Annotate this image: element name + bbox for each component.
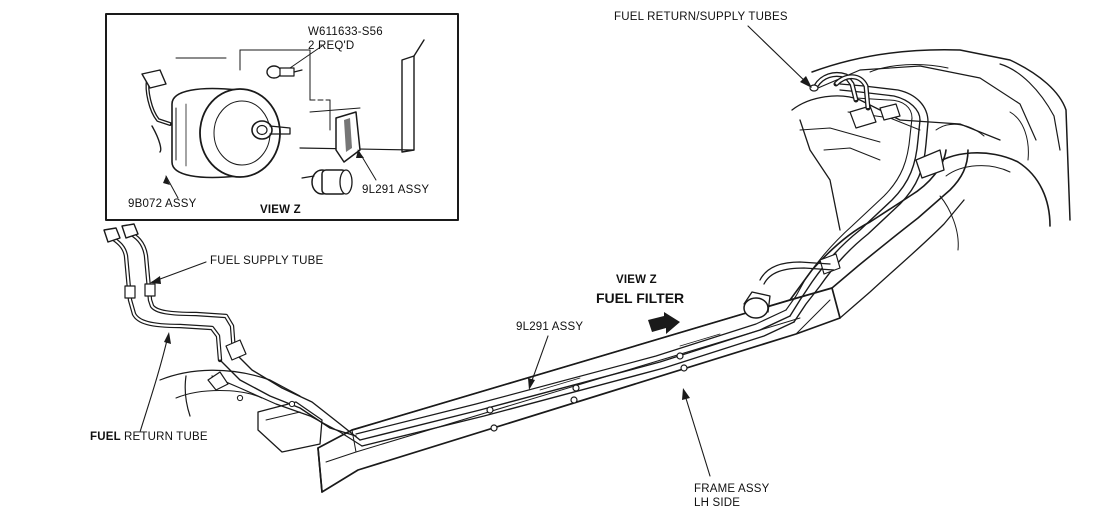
- wheel-well: [929, 152, 1051, 227]
- frame-side-label: LH SIDE: [694, 497, 740, 509]
- view-z-label: VIEW Z: [616, 274, 657, 286]
- fuel-return-supply-tubes-label: FUEL RETURN/SUPPLY TUBES: [614, 11, 788, 23]
- inset-bracket-label: 9L291 ASSY: [362, 184, 429, 196]
- inset-mount-plate: [401, 55, 415, 153]
- fuel-filter-canister: [171, 87, 291, 179]
- bolt-part-label: W611633-S56: [308, 26, 383, 38]
- view-z-arrow-icon: [648, 312, 680, 334]
- inset-view-z-label: VIEW Z: [260, 204, 301, 216]
- bolt-qty-label: 2 REQ'D: [308, 40, 354, 52]
- frame-rail-lh: [317, 149, 969, 493]
- leader-lines: [139, 25, 812, 477]
- inset-bracket-clip: [335, 111, 361, 163]
- frame-assy-label: FRAME ASSY: [694, 483, 770, 495]
- inset-frame: [105, 13, 459, 221]
- fuel-supply-tube-label: FUEL SUPPLY TUBE: [210, 255, 323, 267]
- fuel-return-tube-label-a: FUEL: [90, 431, 121, 443]
- bolt-icon: [266, 65, 303, 79]
- filter-assy-label: 9B072 ASSY: [128, 198, 197, 210]
- outlet-connector: [301, 169, 353, 195]
- fuel-filter-label: FUEL FILTER: [596, 290, 684, 306]
- front-tube-ends: [103, 223, 363, 447]
- fuel-line-bundle: [355, 83, 945, 447]
- rear-tube-ends: [809, 71, 871, 111]
- vehicle-rear-body: [791, 48, 1071, 251]
- inset-view-z: W611633-S56 2 REQ'D 9B072 ASSY VIEW Z 9L…: [105, 13, 459, 221]
- frame-mounted-filter: [743, 261, 835, 319]
- fuel-return-tube-label-b: RETURN TUBE: [124, 431, 208, 443]
- bracket-assy-label: 9L291 ASSY: [516, 321, 583, 333]
